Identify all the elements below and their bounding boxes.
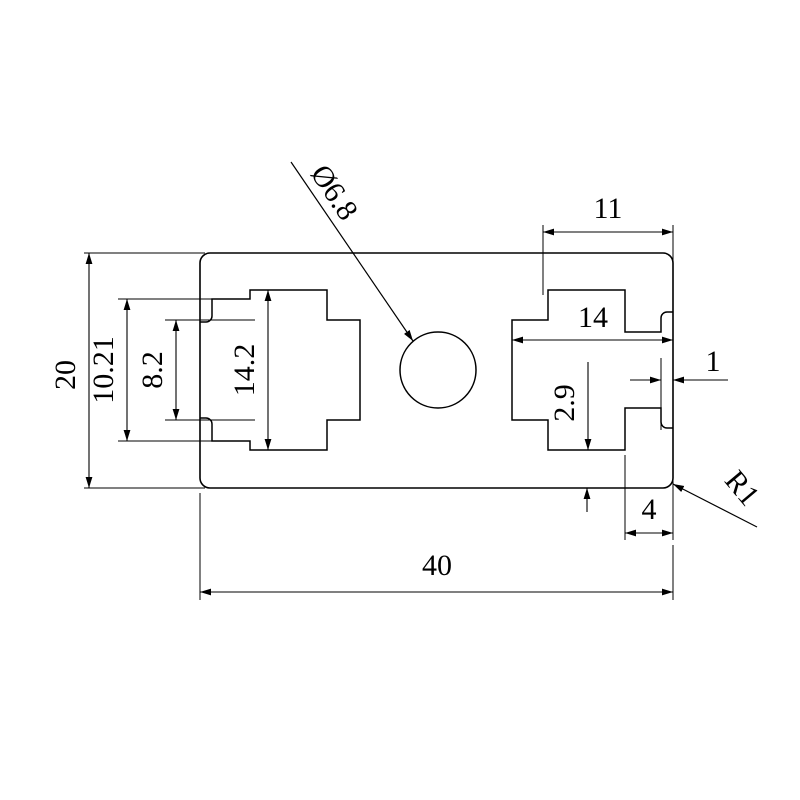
dimension-4: 4 bbox=[624, 455, 674, 540]
dim-label-20: 20 bbox=[49, 360, 82, 390]
left-t-slot-profile bbox=[200, 289, 361, 451]
leader-line-hole bbox=[290, 161, 414, 342]
dim-label-40: 40 bbox=[422, 549, 452, 582]
dimension-1-wall-thickness: 1 bbox=[630, 345, 728, 430]
dimension-14: 14 bbox=[512, 301, 673, 344]
dim-label-r1: R1 bbox=[718, 464, 766, 512]
profile-outer-outline bbox=[199, 252, 674, 489]
dimension-hole-diameter: Ø6.8 bbox=[290, 159, 414, 342]
radius-callout-r1: R1 bbox=[672, 464, 766, 528]
dim-label-29: 2.9 bbox=[548, 384, 581, 422]
leader-line-r1 bbox=[672, 483, 758, 528]
dimension-14-2: 14.2 bbox=[228, 290, 272, 450]
right-t-slot-profile bbox=[511, 289, 673, 451]
part-geometry bbox=[199, 252, 674, 489]
dim-label-142: 14.2 bbox=[228, 344, 261, 397]
dimension-8-2: 8.2 bbox=[136, 319, 255, 421]
dimension-10-21: 10.21 bbox=[87, 298, 215, 442]
through-hole-circle bbox=[399, 331, 477, 409]
dimension-11: 11 bbox=[542, 192, 674, 300]
dim-label-1: 1 bbox=[706, 345, 721, 378]
dimension-20-overall-height: 20 bbox=[49, 252, 205, 489]
dim-label-hole-diameter: Ø6.8 bbox=[304, 159, 364, 227]
dim-label-4: 4 bbox=[642, 493, 657, 526]
dimension-2-9: 2.9 bbox=[548, 362, 592, 450]
dim-label-14: 14 bbox=[578, 301, 608, 334]
dim-label-82: 8.2 bbox=[136, 351, 169, 389]
dim-label-11: 11 bbox=[594, 192, 623, 225]
dimension-40-overall-width: 40 bbox=[199, 493, 674, 600]
dim-label-1021: 10.21 bbox=[87, 336, 120, 404]
